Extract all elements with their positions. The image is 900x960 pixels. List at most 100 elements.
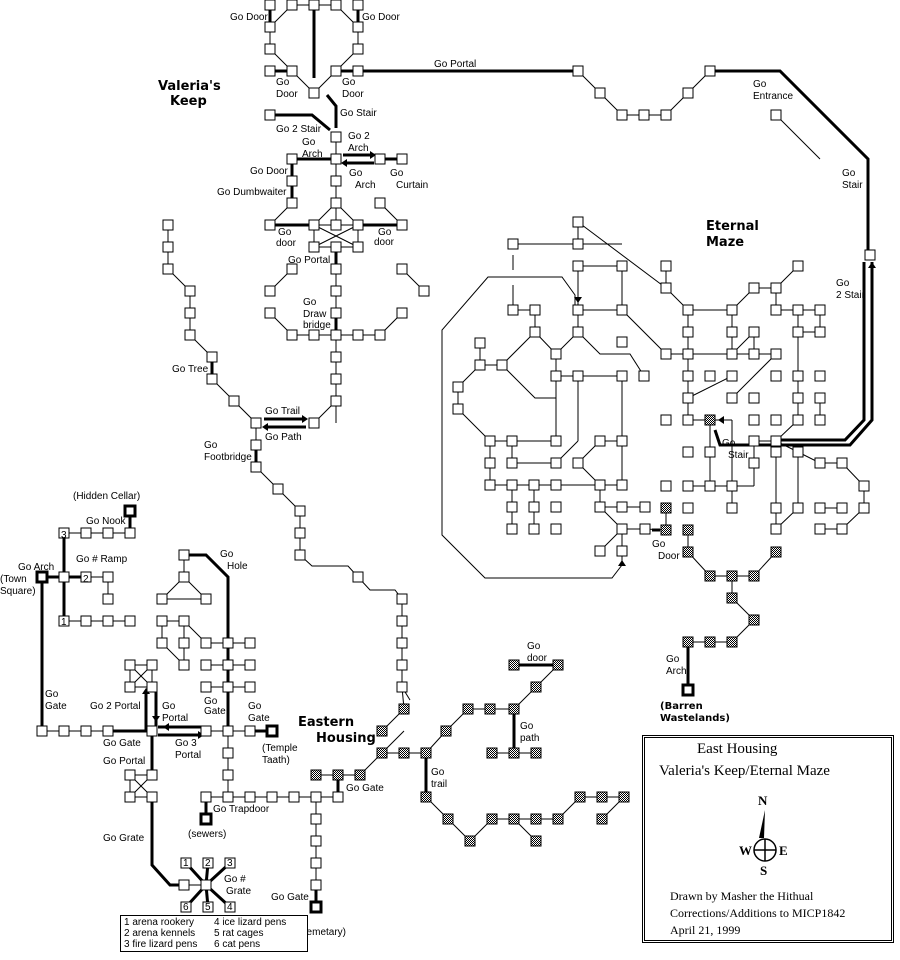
- room: [308, 417, 320, 429]
- label-go-footbridge-2: Footbridge: [204, 452, 252, 463]
- room: [858, 480, 870, 492]
- label-go-arch-waste-1: Go: [666, 654, 680, 665]
- room: [596, 791, 608, 803]
- room: [102, 593, 114, 605]
- room-connection: [299, 554, 359, 578]
- label-go-curtain-1: Go: [390, 168, 404, 179]
- label-go-door-br-2: Door: [342, 89, 364, 100]
- room: [180, 857, 192, 869]
- room: [594, 545, 606, 557]
- special-exit-path: [184, 553, 230, 621]
- room: [222, 747, 234, 759]
- room: [308, 0, 320, 11]
- room: [704, 570, 716, 582]
- room: [156, 615, 168, 627]
- room: [506, 435, 518, 447]
- label-go-portal-arena-2: Portal: [162, 713, 188, 724]
- label-go-door-keep: Go Door: [250, 166, 288, 177]
- ramp-num-1: 1: [61, 617, 67, 628]
- direction-arrow-icon: [262, 423, 268, 431]
- room: [244, 637, 256, 649]
- room: [352, 43, 364, 55]
- label-go-num-grate-1: Go #: [224, 874, 246, 885]
- room: [162, 241, 174, 253]
- room: [530, 747, 542, 759]
- room: [836, 502, 848, 514]
- label-go-door-br-1: Go: [342, 77, 356, 88]
- room: [146, 681, 158, 693]
- room: [572, 370, 584, 382]
- room: [330, 395, 342, 407]
- special-exit-path: [270, 113, 331, 132]
- room: [550, 370, 562, 382]
- label-go-door-maze-2: Door: [658, 551, 680, 562]
- room: [162, 263, 174, 275]
- room: [222, 769, 234, 781]
- label-go-arch-left-2: Arch: [302, 149, 323, 160]
- room: [250, 417, 262, 429]
- room: [660, 480, 672, 492]
- room: [124, 615, 136, 627]
- room: [464, 835, 476, 847]
- room: [286, 0, 298, 11]
- label-go-door-housing-2: door: [527, 653, 548, 664]
- label-go-gate-mid-2: Gate: [204, 706, 226, 717]
- label-go-arch-right-1: Go: [349, 168, 363, 179]
- room: [530, 681, 542, 693]
- room: [770, 546, 782, 558]
- room: [682, 524, 694, 536]
- area-exit-room: [309, 900, 323, 914]
- room-connection: [577, 221, 667, 289]
- room: [330, 285, 342, 297]
- room: [222, 659, 234, 671]
- room: [264, 109, 276, 121]
- room: [638, 370, 650, 382]
- room: [748, 614, 760, 626]
- room: [398, 747, 410, 759]
- label-go-grate: Go Grate: [103, 833, 145, 844]
- label-go-2-stair-maze-1: Go: [836, 278, 850, 289]
- room: [178, 549, 190, 561]
- room: [616, 545, 628, 557]
- room: [748, 348, 760, 360]
- label-go-gate-temple-2: Gate: [248, 713, 270, 724]
- label-go-portal-keep: Go Portal: [288, 255, 330, 266]
- room-num-3: 3: [227, 858, 233, 869]
- room: [228, 395, 240, 407]
- room: [396, 681, 408, 693]
- label-go-drawbridge-2: Draw: [303, 309, 327, 320]
- room: [550, 501, 562, 513]
- room: [102, 615, 114, 627]
- room: [770, 282, 782, 294]
- room: [180, 901, 192, 913]
- label-go-trail-housing-2: trail: [431, 779, 447, 790]
- room: [792, 392, 804, 404]
- label-go-gate-mid-1: Go: [204, 696, 218, 707]
- room: [286, 329, 298, 341]
- area-exit-room: [123, 504, 137, 518]
- label-go-stair-east-1: Go: [842, 168, 856, 179]
- room: [484, 479, 496, 491]
- room: [202, 901, 214, 913]
- room: [374, 329, 386, 341]
- label-go-3-portal-1: Go 3: [175, 738, 197, 749]
- label-go-arch-left-1: Go: [302, 137, 316, 148]
- room: [244, 659, 256, 671]
- region-eternal-maze-2: Maze: [706, 235, 744, 250]
- room: [792, 414, 804, 426]
- room: [452, 381, 464, 393]
- direction-arrow-icon: [302, 415, 308, 423]
- room: [200, 725, 212, 737]
- room: [36, 725, 48, 737]
- room: [550, 523, 562, 535]
- ramp-num-2: 2: [83, 574, 89, 585]
- room: [507, 304, 519, 316]
- room: [682, 326, 694, 338]
- room: [616, 336, 628, 348]
- room: [330, 153, 342, 165]
- room: [660, 282, 672, 294]
- legend-item: 6 cat pens: [214, 939, 261, 950]
- room: [660, 109, 672, 121]
